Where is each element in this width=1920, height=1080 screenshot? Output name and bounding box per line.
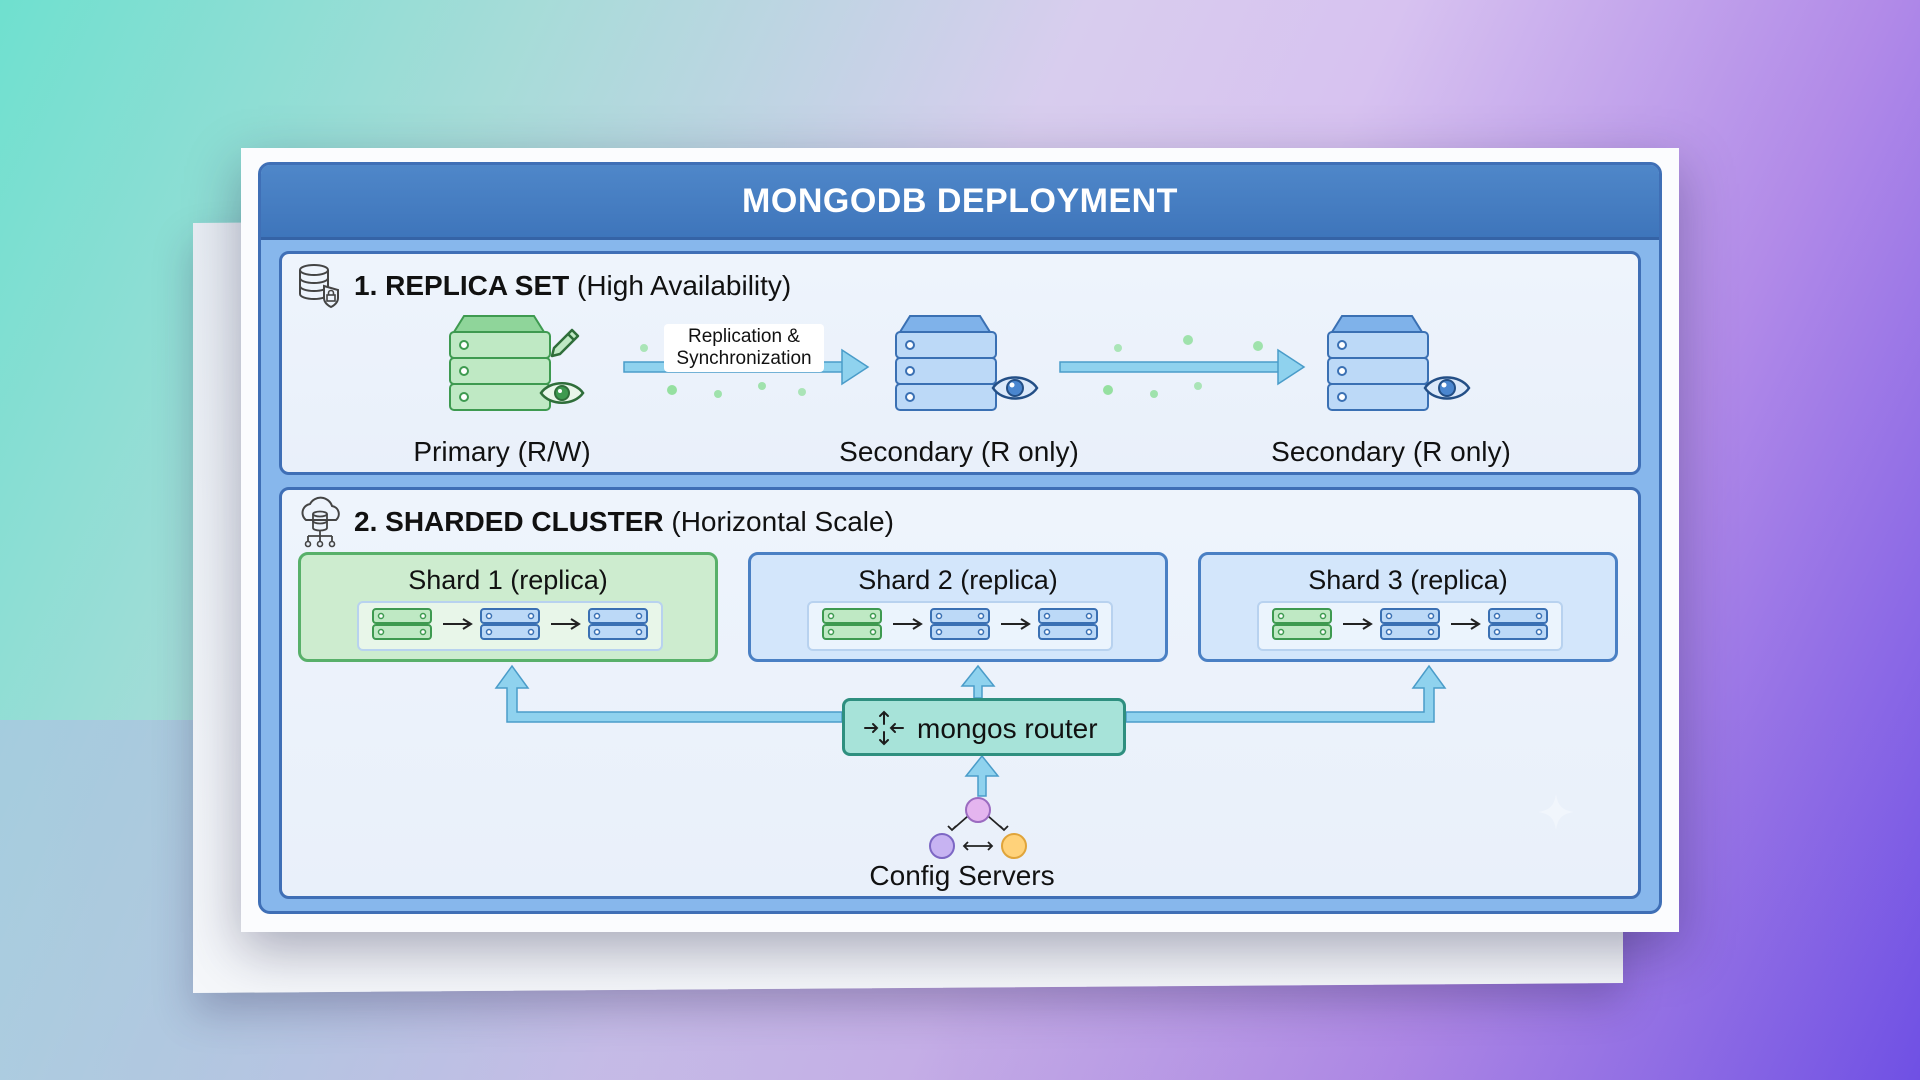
shard-3: Shard 3 (replica)	[1198, 552, 1618, 662]
replication-sync-label: Replication & Synchronization	[664, 324, 824, 372]
eye-icon	[1423, 376, 1471, 400]
router-arrows-icon	[864, 710, 904, 746]
deployment-frame: MONGODB DEPLOYMENT 1. REPLICA SET (High …	[258, 162, 1662, 914]
sparkle-icon	[1538, 794, 1574, 830]
shard-1-member-icons	[372, 608, 648, 640]
mongos-router: mongos router	[842, 698, 1126, 756]
shard-3-label: Shard 3 (replica)	[1308, 565, 1508, 595]
shard-2: Shard 2 (replica)	[748, 552, 1168, 662]
primary-server-icon	[449, 315, 551, 411]
secondary-server-icon-2	[1327, 315, 1429, 411]
primary-node-label: Primary (R/W)	[413, 436, 591, 467]
page-title: MONGODB DEPLOYMENT	[742, 181, 1178, 220]
sharded-cluster-panel: 2. SHARDED CLUSTER (Horizontal Scale) Sh…	[279, 487, 1641, 899]
shard-3-member-icons	[1272, 608, 1548, 640]
eye-icon	[539, 382, 585, 404]
shard-2-label: Shard 2 (replica)	[858, 565, 1058, 595]
pencil-icon	[550, 328, 580, 358]
shard-2-replica-members	[807, 601, 1113, 651]
secondary-node-label-1: Secondary (R only)	[839, 436, 1079, 467]
replica-set-title: 1. REPLICA SET (High Availability)	[354, 270, 792, 301]
shard-2-member-icons	[822, 608, 1098, 640]
shard-1-replica-members	[357, 601, 663, 651]
config-servers-icon	[929, 797, 1027, 859]
secondary-node-label-2: Secondary (R only)	[1271, 436, 1511, 467]
shard-1-label: Shard 1 (replica)	[408, 565, 608, 595]
header-bar: MONGODB DEPLOYMENT	[261, 165, 1659, 240]
cloud-database-icon	[301, 496, 340, 548]
secondary-server-icon-1	[895, 315, 997, 411]
eye-icon	[991, 376, 1039, 400]
sharded-cluster-title: 2. SHARDED CLUSTER (Horizontal Scale)	[354, 506, 894, 537]
database-lock-icon	[299, 264, 339, 309]
replication-arrow-2	[1059, 335, 1306, 398]
config-servers-label: Config Servers	[869, 860, 1055, 891]
replica-set-panel: 1. REPLICA SET (High Availability) Prima…	[279, 251, 1641, 475]
shard-1: Shard 1 (replica)	[298, 552, 718, 662]
router-label: mongos router	[917, 713, 1098, 744]
router-connector-lines	[494, 664, 1447, 797]
shard-3-replica-members	[1257, 601, 1563, 651]
